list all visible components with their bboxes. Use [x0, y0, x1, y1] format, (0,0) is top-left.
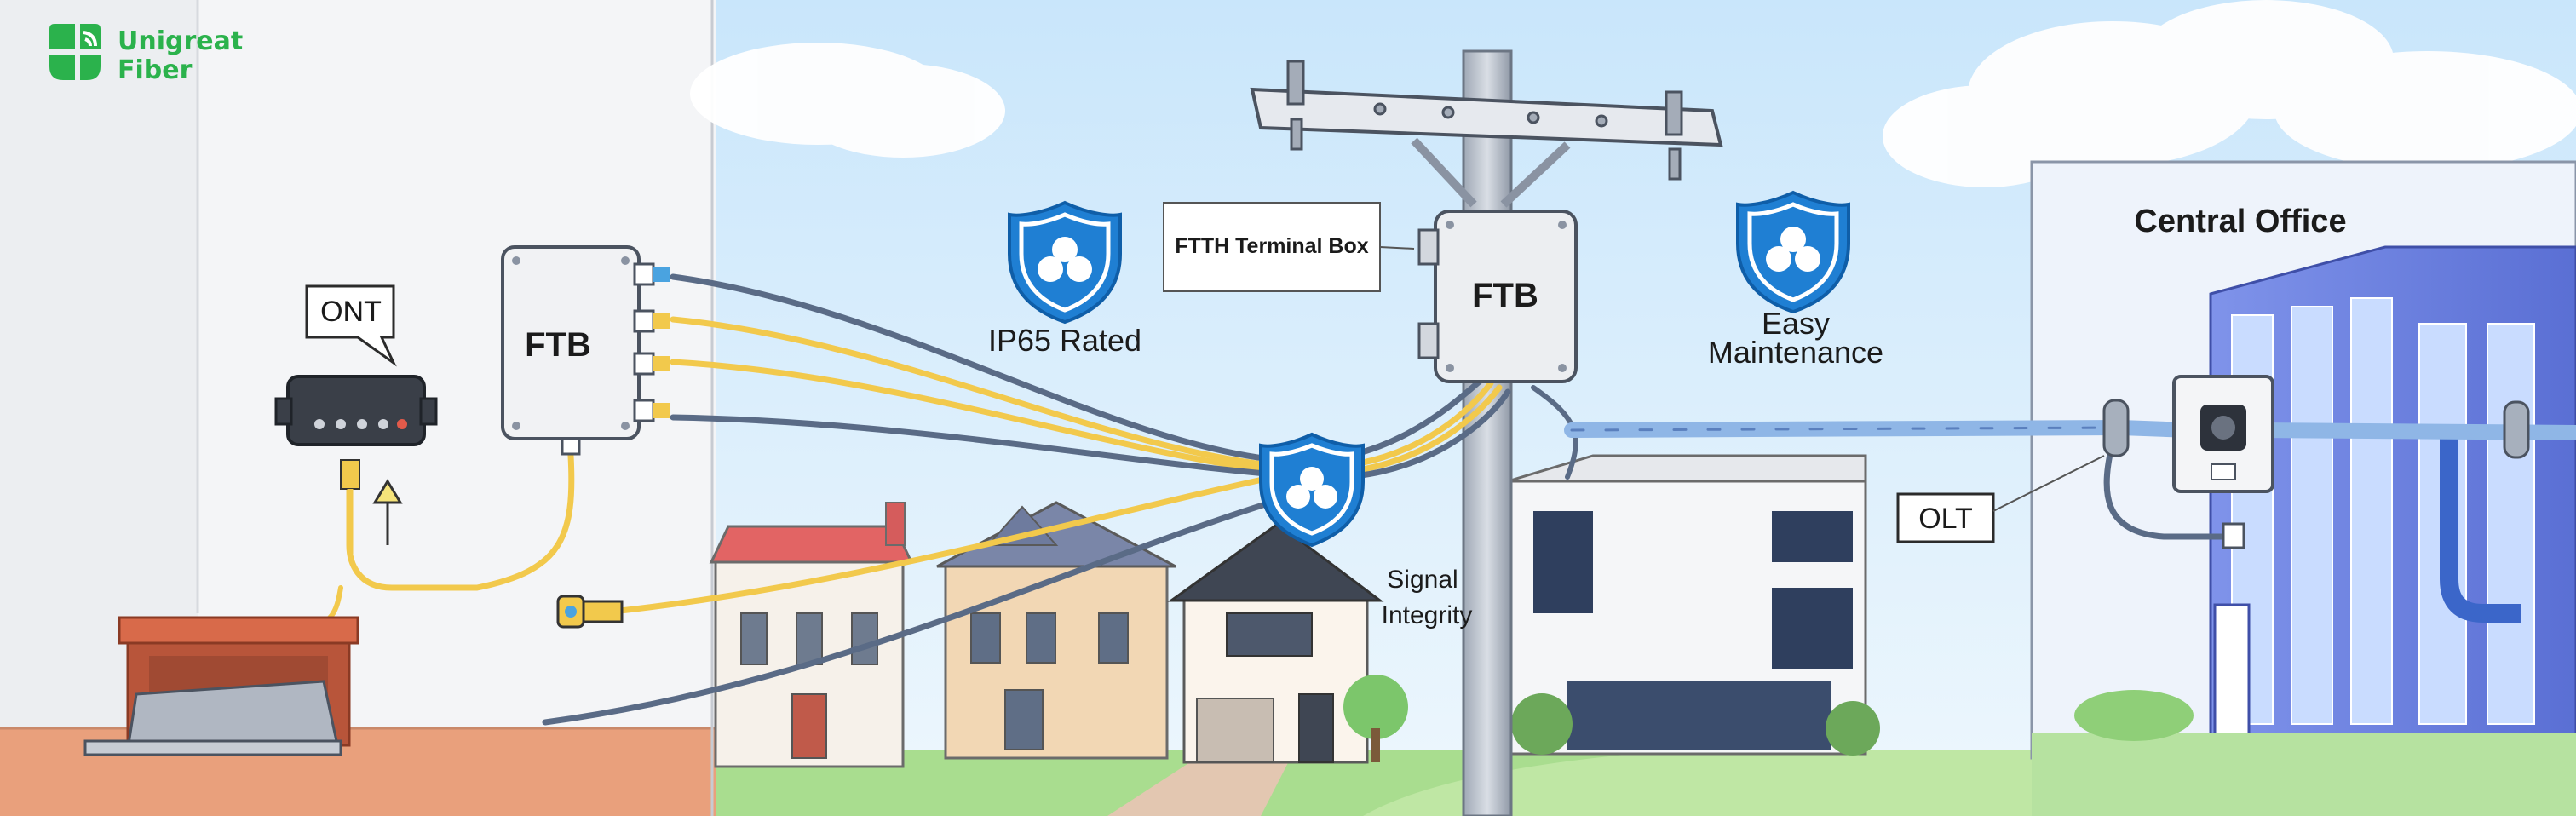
house-left [709, 502, 914, 768]
olt-callout: OLT [1896, 455, 2105, 543]
modern-building [1506, 454, 1880, 756]
signal-shield-icon [1259, 432, 1365, 548]
signal-integrity-label-line1: Signal [1387, 566, 1458, 594]
olt-device [2172, 375, 2274, 549]
brand-name-line1: Unigreat [118, 26, 243, 56]
desk-laptop [83, 616, 359, 756]
unigreat-logo-icon [49, 24, 101, 80]
ftb-box-pole [1417, 210, 1578, 383]
ftb-pole-label: FTB [1472, 277, 1538, 314]
brand-name-line2: Fiber [118, 55, 193, 85]
olt-label: OLT [1918, 503, 1973, 535]
ont-device [274, 375, 438, 554]
ont-label: ONT [320, 296, 382, 328]
ip65-shield-icon [1008, 200, 1122, 325]
house-victorian [936, 501, 1176, 760]
utility-pole [1250, 49, 1723, 816]
ftb-box-home [501, 245, 670, 456]
wall-connector [556, 595, 624, 629]
ftb-home-label: FTB [525, 326, 591, 364]
ftth-terminal-box-callout: FTTH Terminal Box [1163, 202, 1415, 292]
ip65-label: IP65 Rated [988, 323, 1141, 358]
ont-callout: ONT [305, 284, 397, 367]
easy-maintenance-label-line1: Easy [1762, 306, 1830, 341]
ftth-terminal-box-label: FTTH Terminal Box [1175, 234, 1368, 258]
central-office [2030, 160, 2576, 816]
central-office-label: Central Office [2134, 204, 2346, 239]
fiber-cables [304, 273, 2576, 726]
cable-clamps [2102, 399, 2530, 459]
maintenance-shield-icon [1736, 190, 1850, 314]
easy-maintenance-label-line2: Maintenance [1708, 335, 1883, 370]
signal-integrity-label-line2: Integrity [1382, 601, 1473, 629]
house-tudor [1167, 522, 1408, 764]
